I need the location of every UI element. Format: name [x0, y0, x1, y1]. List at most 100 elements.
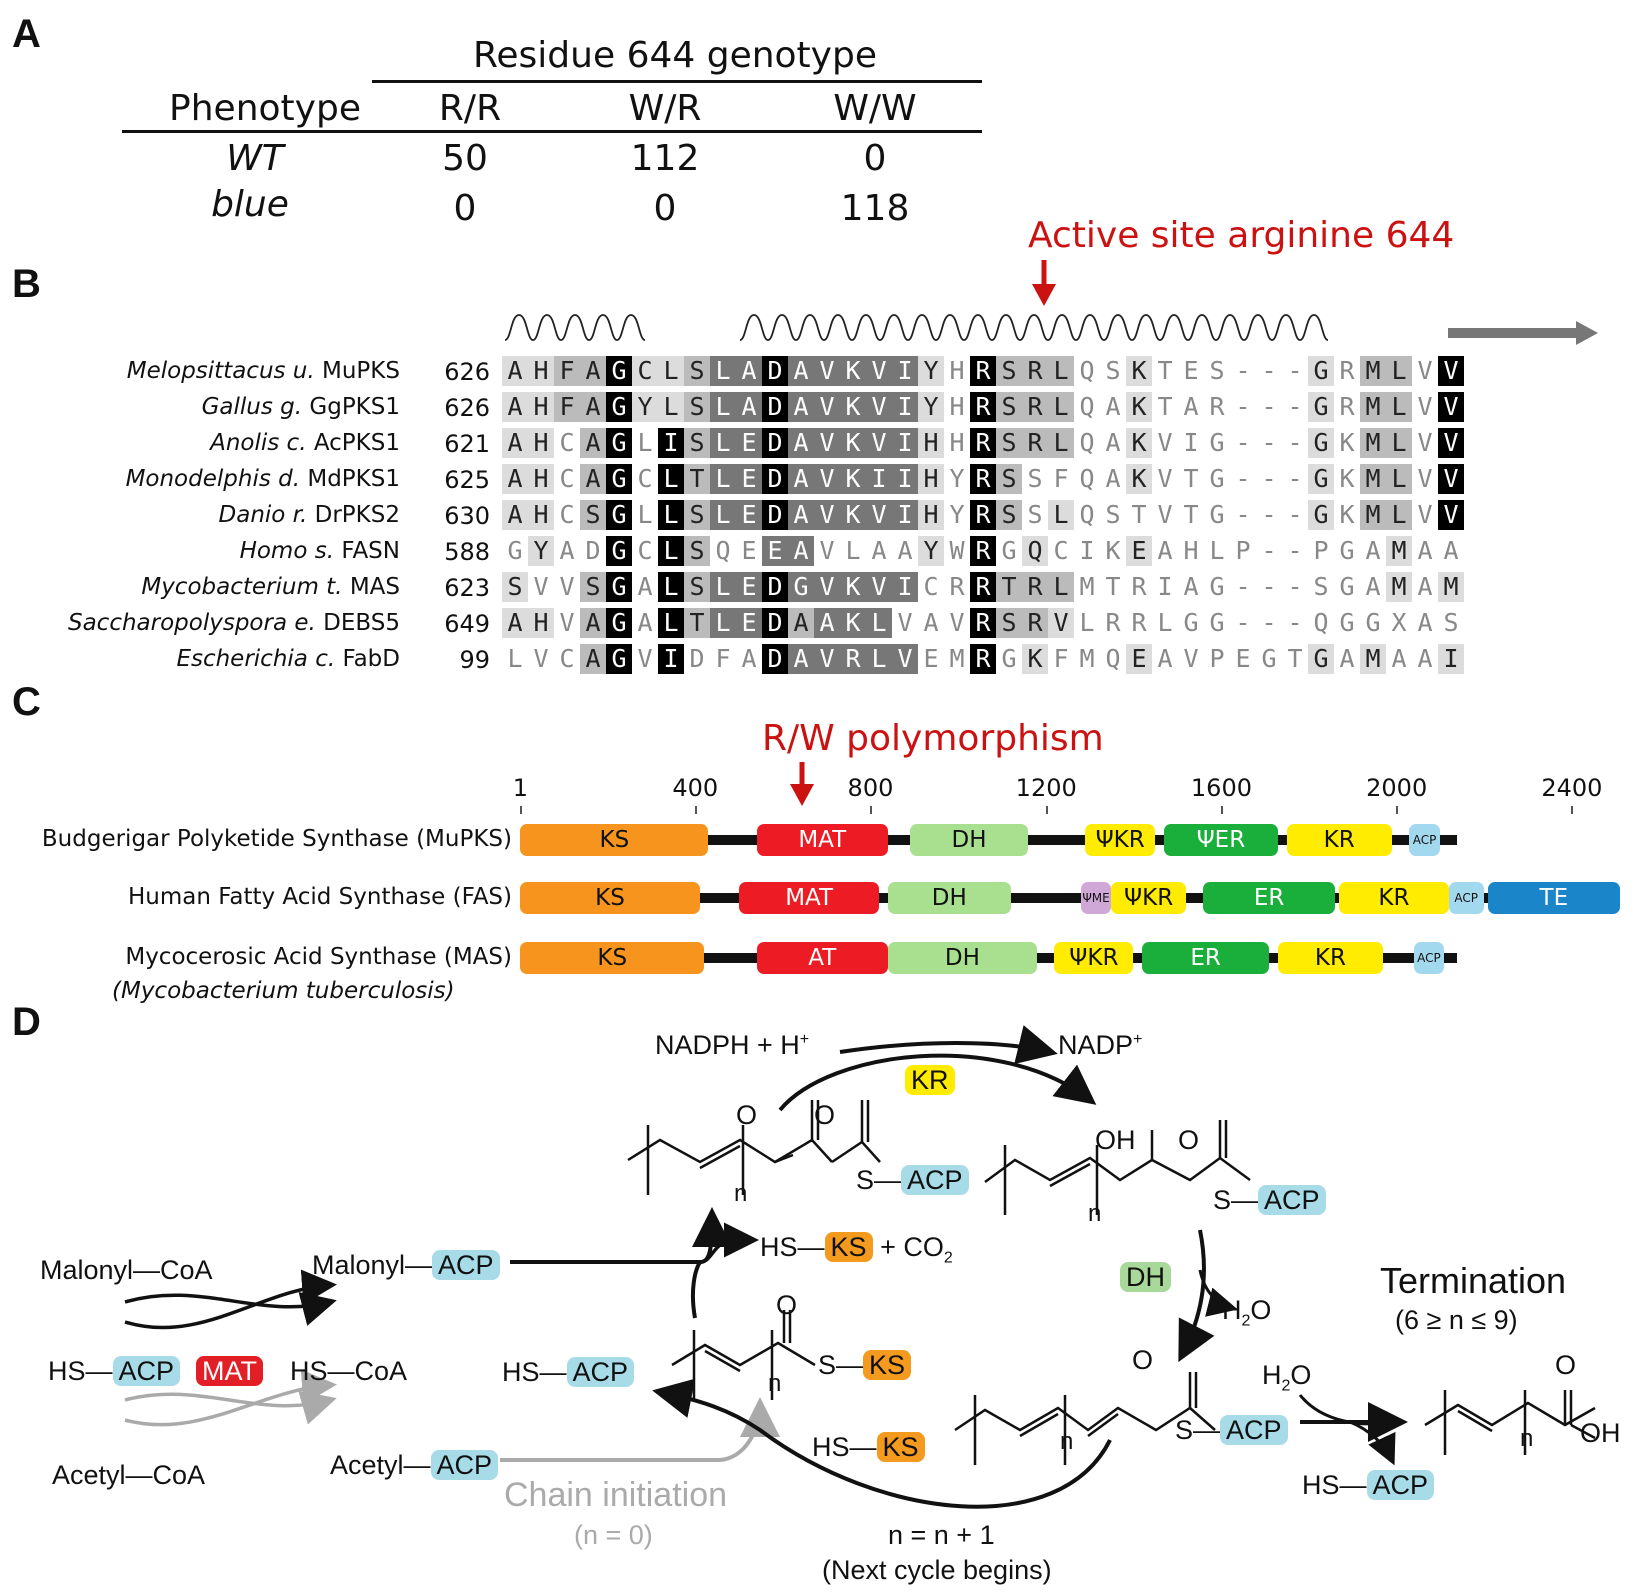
residue: S — [684, 572, 710, 602]
residue: L — [658, 500, 684, 530]
residue: - — [1235, 428, 1251, 457]
residue: S — [1105, 356, 1121, 385]
acp-tag-released: ACP — [1366, 1470, 1435, 1500]
residue: G — [507, 536, 523, 565]
residue: R — [1339, 392, 1355, 421]
panel-label-a: A — [12, 12, 41, 56]
residue: T — [1157, 356, 1173, 385]
protein-name: MdPKS1 — [307, 466, 400, 492]
species-label: Monodelphis d. MdPKS1 — [126, 466, 400, 492]
col-header-wr: W/R — [628, 88, 702, 129]
residue: - — [1261, 428, 1277, 457]
residue: - — [1287, 428, 1303, 457]
residue: G — [1339, 572, 1355, 601]
s-bond-2: S— — [1213, 1185, 1259, 1215]
residue: H — [918, 500, 944, 530]
residue: A — [788, 392, 814, 422]
residue: L — [658, 572, 684, 602]
enoyl-structure — [954, 1372, 1216, 1465]
residue: L — [1386, 500, 1412, 530]
residue: I — [658, 428, 684, 458]
residue: L — [637, 500, 653, 529]
h2o-2: H2O — [1262, 1360, 1311, 1395]
residue: S — [996, 608, 1022, 638]
residue: G — [1308, 356, 1334, 386]
residue: Q — [1079, 500, 1095, 529]
domain-kr: KR — [1277, 942, 1383, 974]
scale-tick — [1396, 806, 1399, 814]
nadph-label: NADPH + H+ — [655, 1030, 809, 1061]
mat-malonyl-arrow-1 — [124, 1292, 337, 1326]
residue: V — [1417, 464, 1433, 493]
residue: - — [1235, 572, 1251, 601]
acp-tag-mat: ACP — [112, 1356, 181, 1386]
residue: A — [1391, 644, 1407, 673]
scale-label: 800 — [847, 774, 894, 802]
residue: A — [1105, 392, 1121, 421]
residue: V — [892, 644, 918, 674]
residue: S — [996, 356, 1022, 386]
residue: A — [897, 536, 913, 565]
residue: G — [1209, 464, 1225, 493]
species-label: Escherichia c. FabD — [176, 646, 400, 672]
residue: - — [1235, 464, 1251, 493]
cell-blue-wr: 0 — [653, 188, 677, 229]
residue: I — [658, 644, 684, 674]
domain-dh: DH — [887, 942, 1037, 974]
residue: E — [736, 572, 762, 602]
residue: L — [637, 428, 653, 457]
protein-name: DEBS5 — [323, 610, 400, 636]
next-cycle-label: (Next cycle begins) — [822, 1555, 1052, 1585]
residue: R — [1022, 572, 1048, 602]
residue: V — [1048, 608, 1074, 638]
residue: L — [1386, 356, 1412, 386]
residue: V — [1417, 356, 1433, 385]
residue: T — [1183, 464, 1199, 493]
residue: C — [637, 536, 653, 565]
hs-acp-mat: HS— — [48, 1356, 113, 1386]
residue: T — [1131, 500, 1147, 529]
residue: G — [1209, 428, 1225, 457]
species-label: Saccharopolyspora e. DEBS5 — [68, 610, 400, 636]
residue: M — [949, 644, 965, 673]
residue: G — [606, 500, 632, 530]
residue: Q — [715, 536, 731, 565]
residue: T — [996, 572, 1022, 602]
residue: R — [970, 464, 996, 494]
residue: - — [1261, 356, 1277, 385]
residue: R — [1022, 608, 1048, 638]
species-genus: Melopsittacus u. — [126, 358, 315, 384]
scale-tick — [520, 806, 523, 814]
residue: I — [892, 464, 918, 494]
residue: M — [1360, 356, 1386, 386]
residue: - — [1287, 608, 1303, 637]
h2o-2-h: H — [1262, 1360, 1282, 1390]
residue: Q — [1022, 536, 1048, 566]
residue: H — [528, 428, 554, 458]
acp-tag-acetyl: ACP — [430, 1450, 499, 1480]
residue: L — [507, 644, 523, 673]
residue: - — [1235, 392, 1251, 421]
nadph-text: NADPH + H — [655, 1030, 800, 1060]
residue: A — [1183, 572, 1199, 601]
residue: V — [814, 356, 840, 386]
product-structure — [1424, 1390, 1596, 1455]
residue: V — [866, 500, 892, 530]
residue: V — [1157, 464, 1173, 493]
start-position: 623 — [444, 574, 490, 602]
hs-release-acp: HS— — [1302, 1470, 1367, 1500]
residue: V — [1438, 428, 1464, 458]
helix-1 — [504, 314, 646, 341]
residue: K — [1339, 500, 1355, 529]
water-release-arrow — [1198, 1269, 1238, 1317]
residue: A — [1183, 392, 1199, 421]
residue: V — [814, 644, 840, 674]
residue: G — [606, 536, 632, 566]
residue: F — [554, 392, 580, 422]
residue: F — [554, 356, 580, 386]
residue: G — [1308, 428, 1334, 458]
nadp-text: NADP — [1058, 1030, 1134, 1060]
residue: G — [1209, 500, 1225, 529]
